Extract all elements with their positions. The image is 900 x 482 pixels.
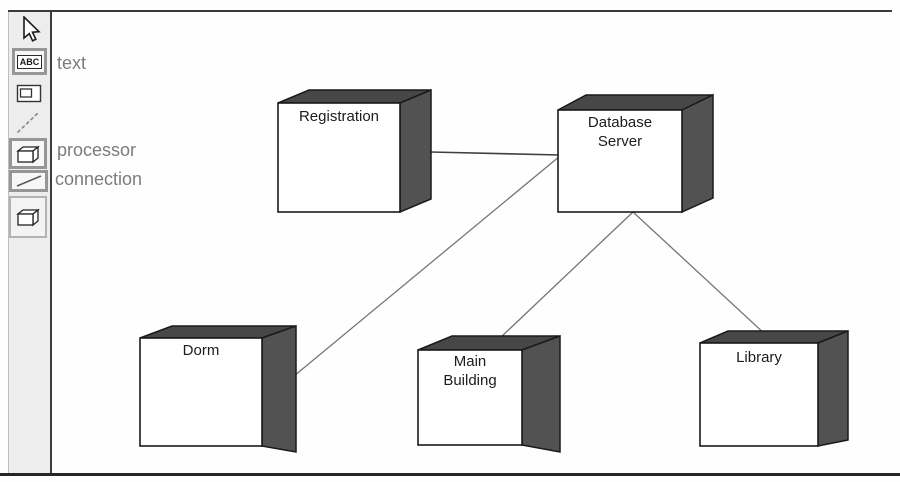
node-database-server[interactable] [557, 93, 714, 214]
node-library[interactable] [699, 329, 849, 447]
canvas-bottom-border [0, 473, 900, 476]
dashed-line-tool-button[interactable] [13, 108, 43, 136]
processor-cube-icon [16, 145, 40, 163]
connection-line-icon [16, 175, 41, 187]
node-cube-icon [16, 208, 40, 227]
connection-tool-label: connection [55, 169, 143, 189]
connection-database-library[interactable] [632, 211, 767, 336]
node-dorm[interactable] [139, 324, 297, 453]
node-main-building[interactable] [417, 334, 561, 453]
canvas-top-border [8, 10, 892, 12]
toolbar: ABC [8, 12, 52, 473]
dashed-line-icon [17, 112, 39, 133]
abc-text-icon: ABC [16, 54, 43, 69]
text-tool-button[interactable]: ABC [12, 48, 47, 75]
node-cube-tool-button[interactable] [9, 196, 47, 238]
processor-tool-button[interactable] [9, 138, 47, 169]
connection-tool-button[interactable] [9, 170, 48, 192]
text-tool-label: text [57, 53, 87, 73]
processor-tool-label: processor [57, 140, 137, 160]
connection-database-dorm[interactable] [293, 155, 561, 377]
rectangle-shape-icon [16, 84, 42, 103]
node-registration[interactable] [277, 88, 432, 214]
pointer-tool-button[interactable] [15, 14, 45, 46]
connection-registration-database[interactable] [429, 151, 561, 156]
pointer-arrow-icon [23, 16, 41, 42]
shape-tool-button[interactable] [15, 82, 43, 106]
connection-database-main-building[interactable] [499, 211, 634, 339]
